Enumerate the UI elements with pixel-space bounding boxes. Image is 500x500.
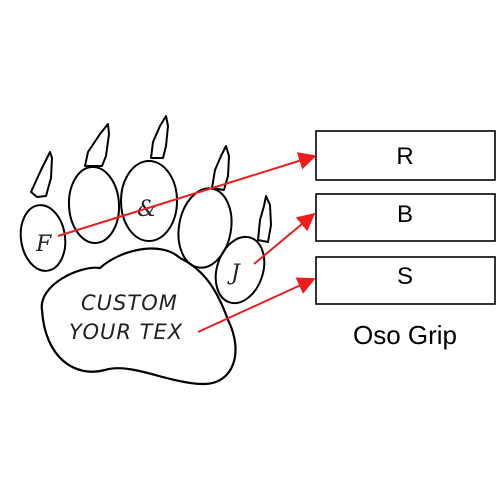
main-paw-pad — [40, 247, 237, 386]
toe-letter-1: F — [35, 232, 52, 257]
toe-pad-1 — [19, 204, 67, 272]
claw-1 — [30, 151, 53, 198]
claw-5 — [257, 195, 272, 243]
pad-text-line-1: CUSTOM — [81, 291, 178, 315]
claw-2 — [84, 123, 110, 167]
toe-letter-3: & — [137, 197, 157, 222]
claw-4 — [211, 145, 230, 191]
toe-pad-5 — [214, 235, 266, 305]
arrow-j-to-b — [253, 212, 316, 265]
arrows — [57, 152, 317, 333]
label-box-b: B — [315, 193, 496, 242]
pad-text-line-2: YOUR TEX — [69, 320, 183, 344]
claws — [30, 115, 272, 243]
toe-pad-2 — [67, 166, 121, 244]
label-r: R — [396, 143, 413, 170]
arrow-f-to-r — [57, 152, 317, 237]
claw-3 — [150, 115, 169, 159]
label-box-r: R — [315, 130, 496, 181]
caption: Oso Grip — [353, 320, 457, 350]
toe-pads — [19, 160, 266, 305]
label-b: B — [397, 201, 413, 228]
toe-pad-3 — [120, 160, 178, 242]
toe-letter-5: J — [227, 261, 241, 286]
label-s: S — [397, 263, 413, 290]
arrow-text-to-s — [197, 277, 316, 333]
label-box-s: S — [315, 256, 496, 305]
